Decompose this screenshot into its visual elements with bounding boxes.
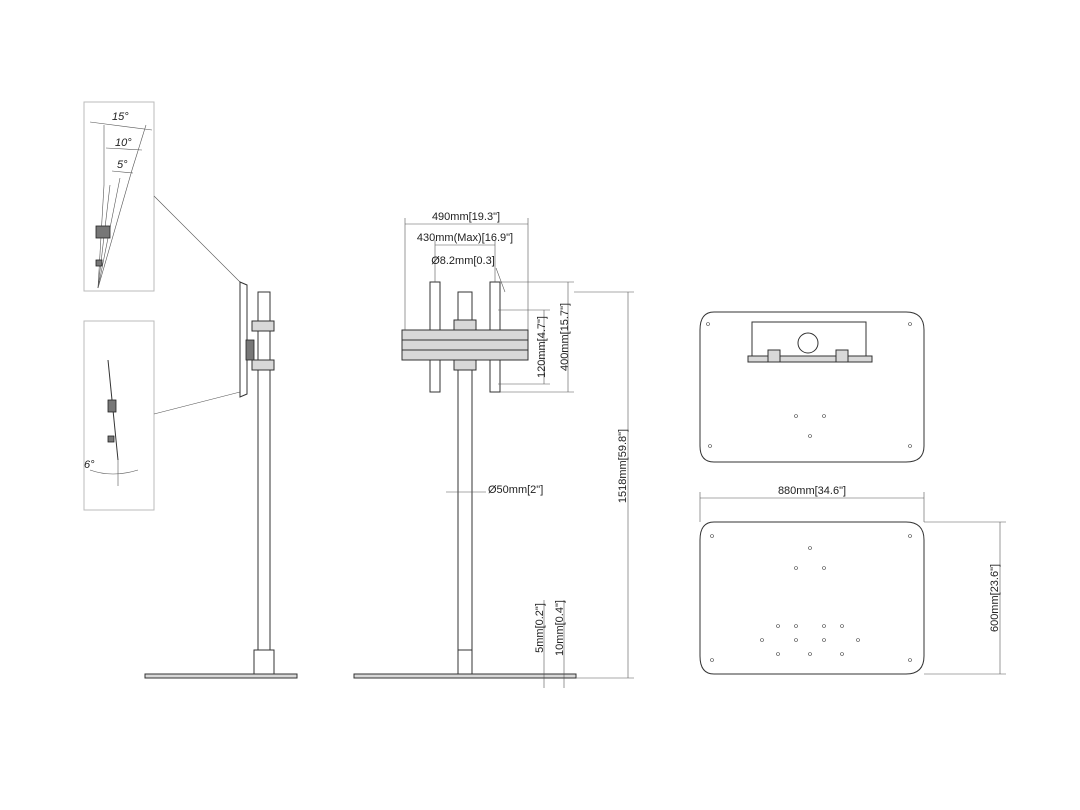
hole [710,534,714,538]
side-pole-collar [253,649,275,675]
side-base-plate [144,673,298,679]
tilt-detail-bottom: 6° [83,320,155,511]
hole [794,414,798,418]
dim-120-label: 120mm[4.7"] [536,316,548,378]
hole [710,658,714,662]
plate-bracket-rail [747,355,873,363]
tilt-detail-top-frame [83,101,155,292]
tilt-bracket-icon [95,225,111,239]
hole [856,638,860,642]
hole [822,624,826,628]
front-view: 490mm[19.3"] 430mm(Max)[16.9"] Ø8.2mm[0.… [353,211,634,688]
angle-15-label: 15° [112,111,129,123]
ext-line-b [131,124,147,171]
hole [808,652,812,656]
hole [706,322,710,326]
hole [822,414,826,418]
side-display-panel [239,281,248,398]
hole [794,566,798,570]
angle-15-line [89,121,153,131]
detail-leader-bottom [153,391,241,415]
hole [908,322,912,326]
hole [840,652,844,656]
dim-1518-label: 1518mm[59.8"] [617,429,629,503]
dim-hole-leader [495,267,506,293]
hole [776,624,780,628]
plate-view-bottom: 880mm[34.6"] 600mm[23.6"] [699,485,1006,675]
side-bracket-icon [245,339,255,361]
angle-6-arc [89,469,139,475]
side-pole [257,291,271,673]
tilt-detail-bottom-frame [83,320,155,511]
dim-430-label: 430mm(Max)[16.9"] [417,232,513,244]
hole [794,624,798,628]
dim-10-label: 10mm[0.4"] [554,600,566,656]
hole [908,444,912,448]
front-pole-collar [457,649,473,675]
plate-view-top [699,311,925,463]
detail-leader-top [153,195,241,283]
angle-10-label: 10° [115,137,132,149]
dim-880-label: 880mm[34.6"] [778,485,846,497]
hole [808,434,812,438]
plate-bottom-outline [699,521,925,675]
angle-5-label: 5° [117,159,128,171]
side-view [144,281,298,679]
front-clamp-lower [453,359,477,371]
front-base-plate [353,673,577,679]
hole [708,444,712,448]
hole [840,624,844,628]
panel-15-line [97,169,133,289]
angle-6-label: 6° [84,459,95,471]
front-crossbar [401,329,529,361]
side-clamp-upper [251,320,275,332]
front-clamp-upper [453,319,477,331]
hole [794,638,798,642]
hole [908,658,912,662]
back-tilt-bracket-icon [107,399,117,413]
plate-bracket-clamp-left [767,349,781,363]
hole [822,566,826,570]
side-clamp-lower [251,359,275,371]
dim-600-label: 600mm[23.6"] [989,564,1001,632]
hole [760,638,764,642]
dim-5-label: 5mm[0.2"] [534,603,546,653]
dim-490-label: 490mm[19.3"] [432,211,500,223]
angle-5-line [111,170,134,174]
plate-bracket-clamp-right [835,349,849,363]
hole [908,534,912,538]
angle-10-line [105,147,143,151]
hole [808,546,812,550]
dim-pole-label: Ø50mm[2"] [488,484,543,496]
dim-400-label: 400mm[15.7"] [559,303,571,371]
tilt-knob-icon [95,259,103,267]
back-tilt-knob-icon [107,435,115,443]
hole [776,652,780,656]
hole [822,638,826,642]
dim-hole-label: Ø8.2mm[0.3] [431,255,495,267]
tilt-detail-top: 15° 10° 5° [83,101,155,292]
plate-bracket-collar [797,332,819,354]
